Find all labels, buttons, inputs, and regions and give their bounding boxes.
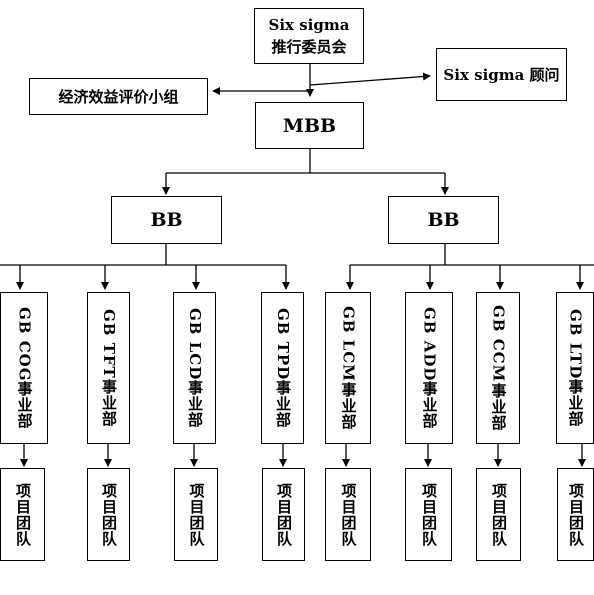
- team-label: 项目团队: [14, 482, 32, 547]
- committee-line2: 推行委员会: [271, 38, 347, 56]
- department-prefix: GB TFT: [100, 309, 118, 379]
- committee-line1: Six sigma: [268, 16, 350, 34]
- team-label: 项目团队: [490, 482, 508, 547]
- team-label: 项目团队: [420, 482, 438, 547]
- department-suffix: 事业部: [566, 379, 585, 428]
- team-box: 项目团队: [87, 468, 130, 561]
- department-suffix: 事业部: [339, 381, 358, 430]
- bb-left-label: BB: [150, 209, 183, 231]
- department-suffix: 事业部: [274, 380, 292, 429]
- department-suffix: 事业部: [100, 378, 118, 427]
- mbb-box: MBB: [255, 102, 364, 149]
- team-label: 项目团队: [339, 482, 358, 547]
- team-label: 项目团队: [187, 482, 206, 547]
- department-suffix: 事业部: [186, 380, 204, 429]
- department-prefix: GB LCD: [186, 307, 204, 381]
- team-box: 项目团队: [325, 468, 371, 561]
- bb-right-label: BB: [427, 209, 460, 231]
- eval-group-label: 经济效益评价小组: [58, 88, 179, 106]
- bb-right-box: BB: [388, 196, 499, 244]
- mbb-label: MBB: [282, 114, 337, 137]
- committee-box: Six sigma 推行委员会: [254, 8, 364, 64]
- team-box: 项目团队: [0, 468, 45, 561]
- advisor-box: Six sigma 顾问: [436, 48, 567, 101]
- team-box: 项目团队: [174, 468, 218, 561]
- department-prefix: GB TPD: [274, 307, 292, 381]
- team-box: 项目团队: [405, 468, 452, 561]
- department-prefix: GB ADD: [420, 306, 439, 382]
- department-prefix: GB LTD: [566, 308, 585, 380]
- arrow-to-advisor: [309, 72, 431, 86]
- department-prefix: GB CCM: [489, 305, 508, 383]
- department-prefix: GB LCM: [339, 306, 358, 382]
- bb-left-box: BB: [111, 196, 222, 244]
- department-prefix: GB COG: [15, 306, 34, 382]
- department-suffix: 事业部: [489, 382, 508, 431]
- team-label: 项目团队: [100, 482, 118, 547]
- team-box: 项目团队: [557, 468, 594, 561]
- advisor-label: Six sigma 顾问: [443, 66, 560, 84]
- department-suffix: 事业部: [15, 381, 34, 430]
- team-box: 项目团队: [476, 468, 521, 561]
- team-label: 项目团队: [275, 482, 293, 547]
- eval-group-box: 经济效益评价小组: [29, 78, 208, 115]
- department-suffix: 事业部: [420, 381, 439, 430]
- team-box: 项目团队: [262, 468, 305, 561]
- team-label: 项目团队: [567, 482, 585, 547]
